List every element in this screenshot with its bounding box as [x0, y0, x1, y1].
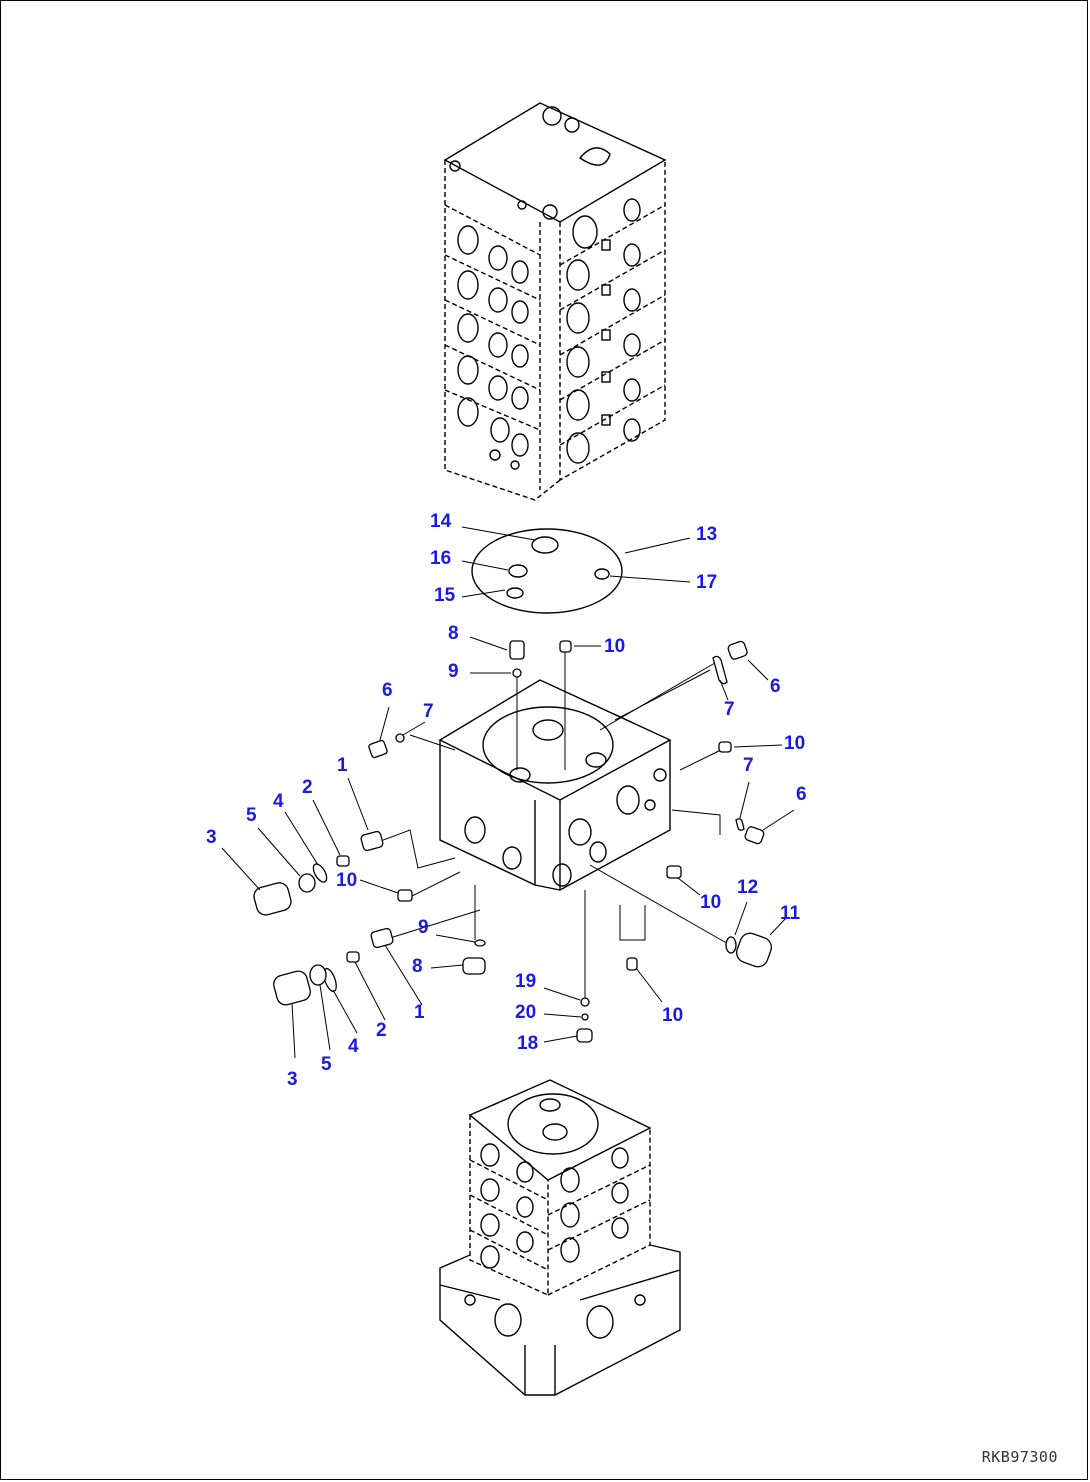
- callout-7-mid-right: 7: [743, 755, 754, 776]
- callout-7-left: 7: [423, 701, 434, 722]
- callout-8-lower: 8: [412, 956, 423, 977]
- callout-10-left: 10: [336, 870, 358, 891]
- callout-10-top: 10: [604, 636, 626, 657]
- callout-17: 17: [696, 572, 718, 593]
- callout-11: 11: [780, 903, 801, 924]
- callout-6-top-right: 6: [770, 676, 781, 697]
- leader-lines: [221, 526, 795, 1059]
- callout-4-upper: 4: [273, 791, 284, 812]
- callout-3-lower: 3: [287, 1069, 298, 1090]
- callout-13: 13: [696, 524, 718, 545]
- upper-valve-block: [443, 102, 667, 501]
- callout-18: 18: [517, 1033, 539, 1054]
- callout-4-lower: 4: [348, 1036, 359, 1057]
- guide-lines: [377, 652, 731, 1000]
- callout-16: 16: [430, 548, 452, 569]
- callout-10-right: 10: [784, 733, 806, 754]
- callout-9-upper: 9: [448, 661, 459, 682]
- figure-code: RKB97300: [981, 1448, 1058, 1466]
- callout-20: 20: [515, 1002, 537, 1023]
- callout-6-mid-right: 6: [796, 784, 807, 805]
- gasket-plate: [471, 528, 623, 614]
- callout-8-upper: 8: [448, 623, 459, 644]
- lower-valve-block: [439, 1079, 681, 1396]
- small-parts: [253, 640, 772, 1043]
- callout-2-lower: 2: [376, 1020, 387, 1041]
- callout-7-top-right: 7: [724, 699, 735, 720]
- callout-15: 15: [434, 585, 456, 606]
- callout-10-bottom: 10: [662, 1005, 684, 1026]
- central-valve-section: [438, 679, 672, 892]
- callout-2-upper: 2: [302, 777, 313, 798]
- callout-5-lower: 5: [321, 1054, 332, 1075]
- callout-1-upper: 1: [337, 755, 348, 776]
- callout-5-upper: 5: [246, 805, 257, 826]
- callout-1-lower: 1: [414, 1002, 425, 1023]
- callout-6-left: 6: [382, 680, 393, 701]
- callout-14: 14: [430, 511, 452, 532]
- callout-10-mid: 10: [700, 892, 722, 913]
- callout-3-upper: 3: [206, 827, 217, 848]
- callout-12: 12: [737, 877, 759, 898]
- callout-19: 19: [515, 971, 537, 992]
- callout-9-lower: 9: [418, 917, 429, 938]
